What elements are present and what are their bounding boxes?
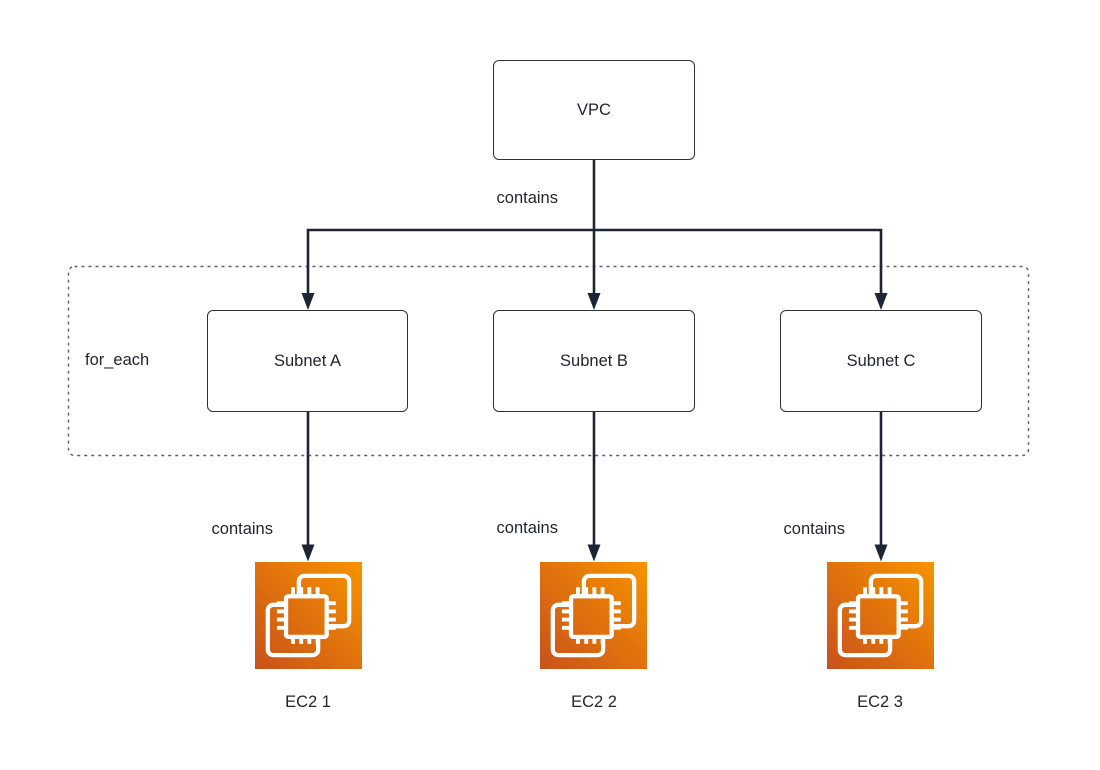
ec2-label-3: EC2 3 xyxy=(857,693,903,711)
chip-body xyxy=(283,594,329,640)
ec2-label-2: EC2 2 xyxy=(571,693,617,711)
arrowhead xyxy=(301,544,315,562)
edge-label-subnet-b-contains: contains xyxy=(496,519,558,537)
edge-line xyxy=(306,228,883,293)
for-each-group-border xyxy=(67,265,1030,457)
ec2-label-1: EC2 1 xyxy=(285,693,331,711)
node-label: VPC xyxy=(577,100,611,119)
arrowhead xyxy=(587,293,601,310)
ec2-icon xyxy=(255,562,362,669)
ec2-icon xyxy=(827,562,934,669)
chip-body xyxy=(568,594,614,640)
node-subnet-b: Subnet B xyxy=(493,310,695,412)
node-label: Subnet A xyxy=(274,351,341,370)
arrowhead xyxy=(587,544,601,562)
ec2-instance-icon-1 xyxy=(255,562,362,669)
node-label: Subnet C xyxy=(846,351,916,370)
arrowhead xyxy=(301,293,315,310)
node-subnet-c: Subnet C xyxy=(780,310,982,412)
node-subnet-a: Subnet A xyxy=(207,310,408,412)
chip-body xyxy=(855,594,901,640)
arrowhead xyxy=(874,544,888,562)
edge-label-subnet-c-contains: contains xyxy=(783,520,845,538)
ec2-instance-icon-2 xyxy=(540,562,647,669)
node-label: Subnet B xyxy=(560,351,628,370)
arrowhead xyxy=(874,293,888,310)
node-vpc: VPC xyxy=(493,60,695,160)
for-each-group-label: for_each xyxy=(85,351,150,369)
edge-label-vpc-contains: contains xyxy=(496,189,558,207)
edge-label-subnet-a-contains: contains xyxy=(211,520,273,538)
ec2-instance-icon-3 xyxy=(827,562,934,669)
ec2-icon xyxy=(540,562,647,669)
